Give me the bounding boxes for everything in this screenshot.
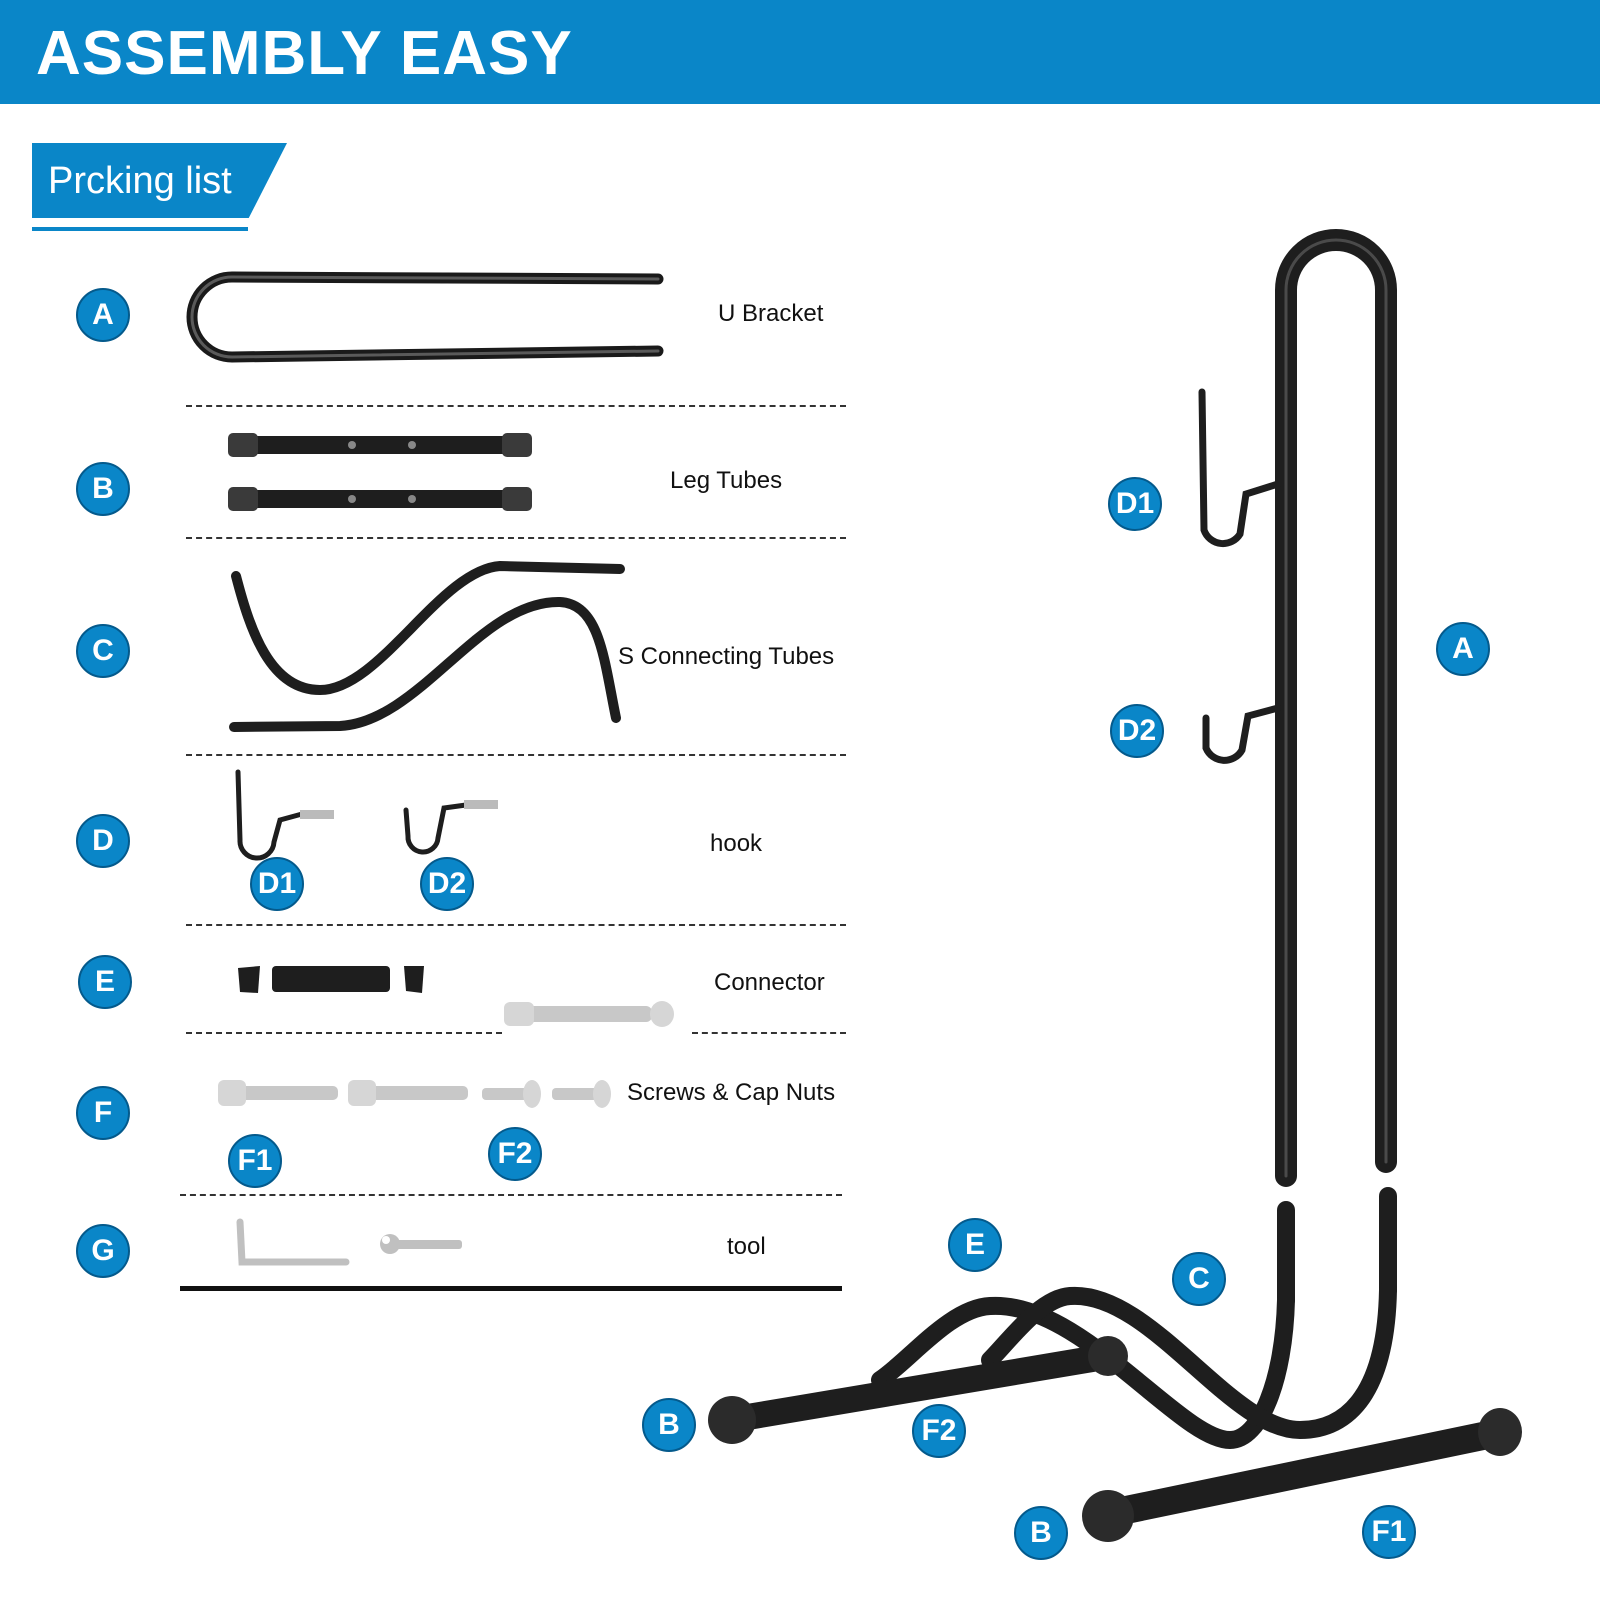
page-title: ASSEMBLY EASY xyxy=(36,19,573,88)
connector-illustration xyxy=(238,966,674,1027)
separator xyxy=(186,754,846,756)
callout-d1: D1 xyxy=(1108,477,1162,531)
item-label-leg-tubes: Leg Tubes xyxy=(670,467,783,494)
packing-list-underline xyxy=(32,227,248,231)
callout-f1: F1 xyxy=(1362,1505,1416,1559)
separator xyxy=(692,1032,846,1034)
callout-e: E xyxy=(948,1218,1002,1272)
item-badge-d2: D2 xyxy=(420,857,474,911)
item-badge-a: A xyxy=(76,288,130,342)
item-badge-g: G xyxy=(76,1224,130,1278)
separator xyxy=(186,405,846,407)
leg-tubes-illustration xyxy=(228,433,532,511)
item-badge-f1: F1 xyxy=(228,1134,282,1188)
header-band xyxy=(0,0,1600,104)
packing-list-title: Prcking list xyxy=(48,160,232,202)
item-label-u-bracket: U Bracket xyxy=(718,300,824,327)
hooks-illustration xyxy=(235,769,498,861)
item-badge-b: B xyxy=(76,462,130,516)
callout-c: C xyxy=(1172,1252,1226,1306)
callout-b-left: B xyxy=(642,1398,696,1452)
separator xyxy=(186,1032,502,1034)
callout-d2: D2 xyxy=(1110,704,1164,758)
item-label-connector: Connector xyxy=(714,969,825,996)
item-label-hook: hook xyxy=(710,830,763,857)
leg-end-caps xyxy=(708,1336,1522,1542)
s-tubes-illustration xyxy=(229,560,625,732)
item-label-screws-cap-nuts: Screws & Cap Nuts xyxy=(627,1079,836,1106)
item-label-s-connecting-tubes: S Connecting Tubes xyxy=(618,643,835,670)
item-badge-c: C xyxy=(76,624,130,678)
callout-f2: F2 xyxy=(912,1404,966,1458)
tools-illustration xyxy=(236,1218,462,1266)
separator xyxy=(180,1194,842,1196)
item-label-tool: tool xyxy=(727,1233,766,1260)
item-badge-d1: D1 xyxy=(250,857,304,911)
item-badge-d: D xyxy=(76,814,130,868)
u-bracket-illustration xyxy=(186,271,664,363)
packing-list-bottom-rule xyxy=(180,1286,842,1291)
item-badge-f: F xyxy=(76,1086,130,1140)
item-badge-e: E xyxy=(78,955,132,1009)
callout-b-right: B xyxy=(1014,1506,1068,1560)
item-badge-f2: F2 xyxy=(488,1127,542,1181)
separator xyxy=(186,537,846,539)
screws-illustration xyxy=(218,1080,611,1108)
callout-a: A xyxy=(1436,622,1490,676)
separator xyxy=(186,924,846,926)
packing-list-tab xyxy=(32,143,287,218)
assembled-stand-illustration xyxy=(717,229,1516,1529)
